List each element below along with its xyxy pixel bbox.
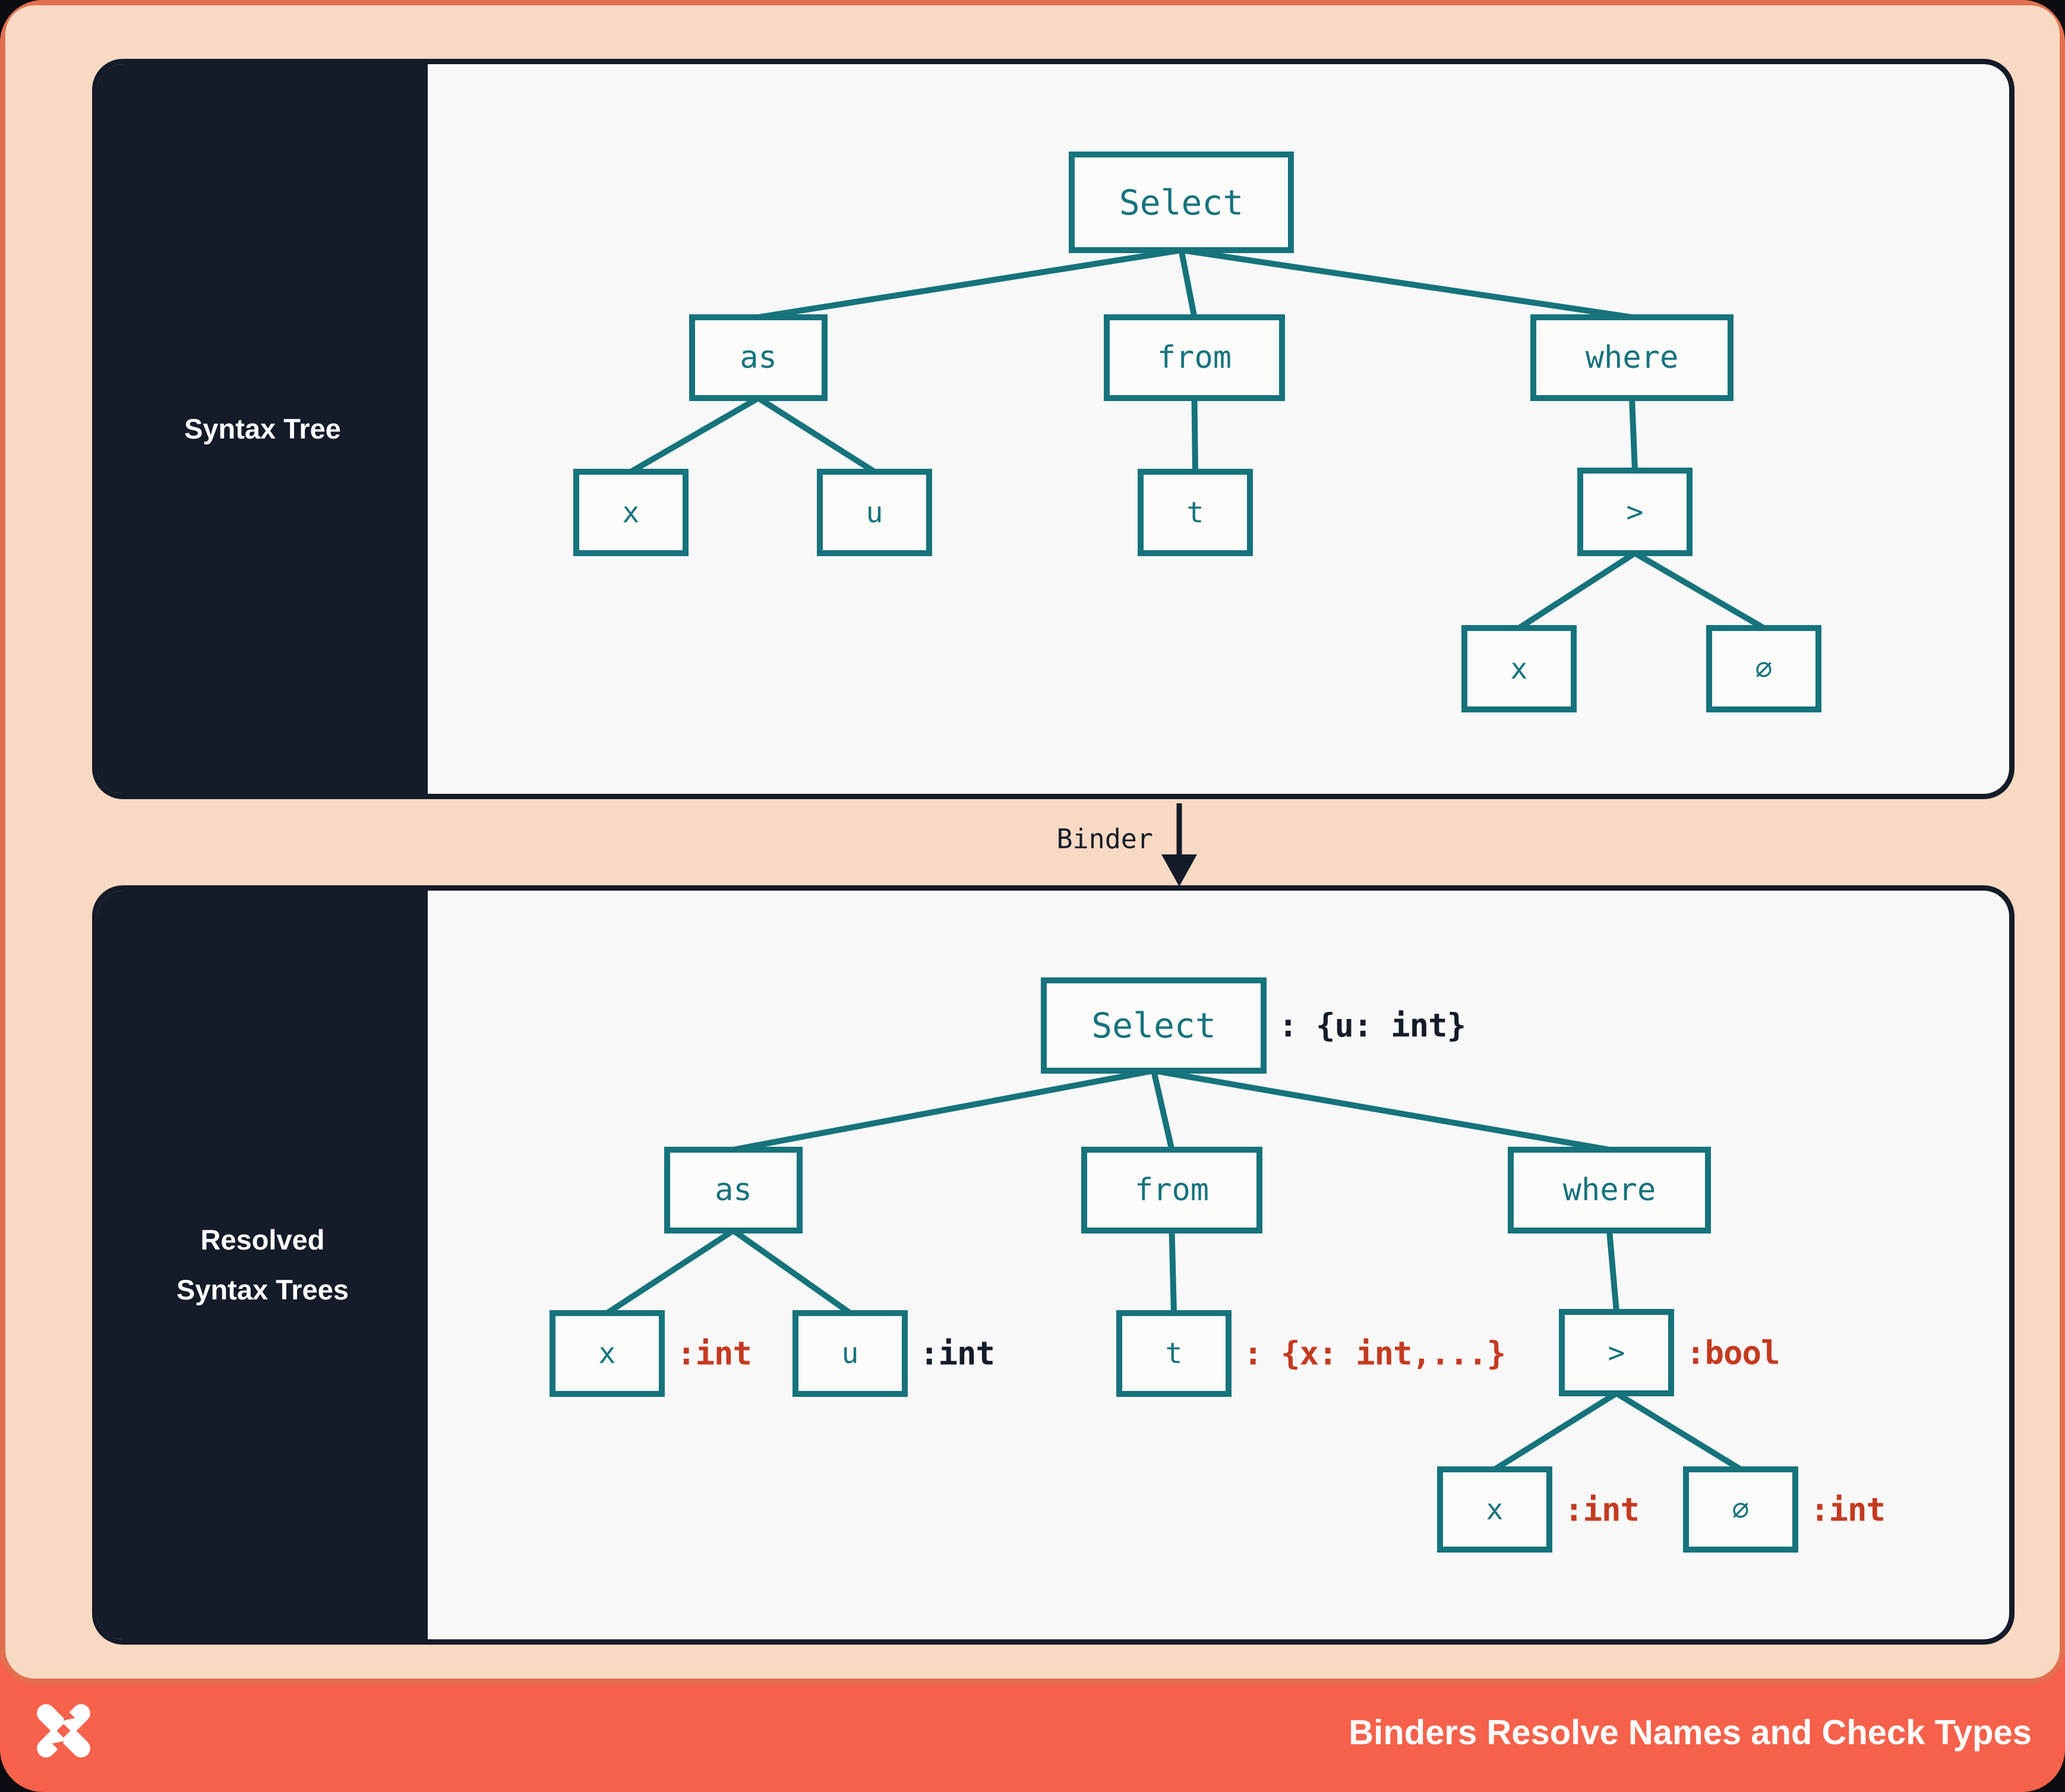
syntax-tree-sidebar: Syntax Tree (97, 64, 428, 794)
resolved-syntax-trees-sidebar: Resolved Syntax Trees (97, 891, 428, 1639)
resolved-syntax-trees-panel: Resolved Syntax Trees (92, 885, 2015, 1645)
resolved-panel-title-line2: Syntax Trees (176, 1274, 349, 1305)
pinwheel-x-logo (37, 1704, 90, 1758)
footer-title: Binders Resolve Names and Check Types (1349, 1713, 2032, 1752)
syntax-tree-panel-title: Syntax Tree (184, 413, 341, 444)
syntax-tree-panel: Syntax Tree (92, 59, 2015, 799)
resolved-panel-title-line1: Resolved (200, 1224, 325, 1255)
